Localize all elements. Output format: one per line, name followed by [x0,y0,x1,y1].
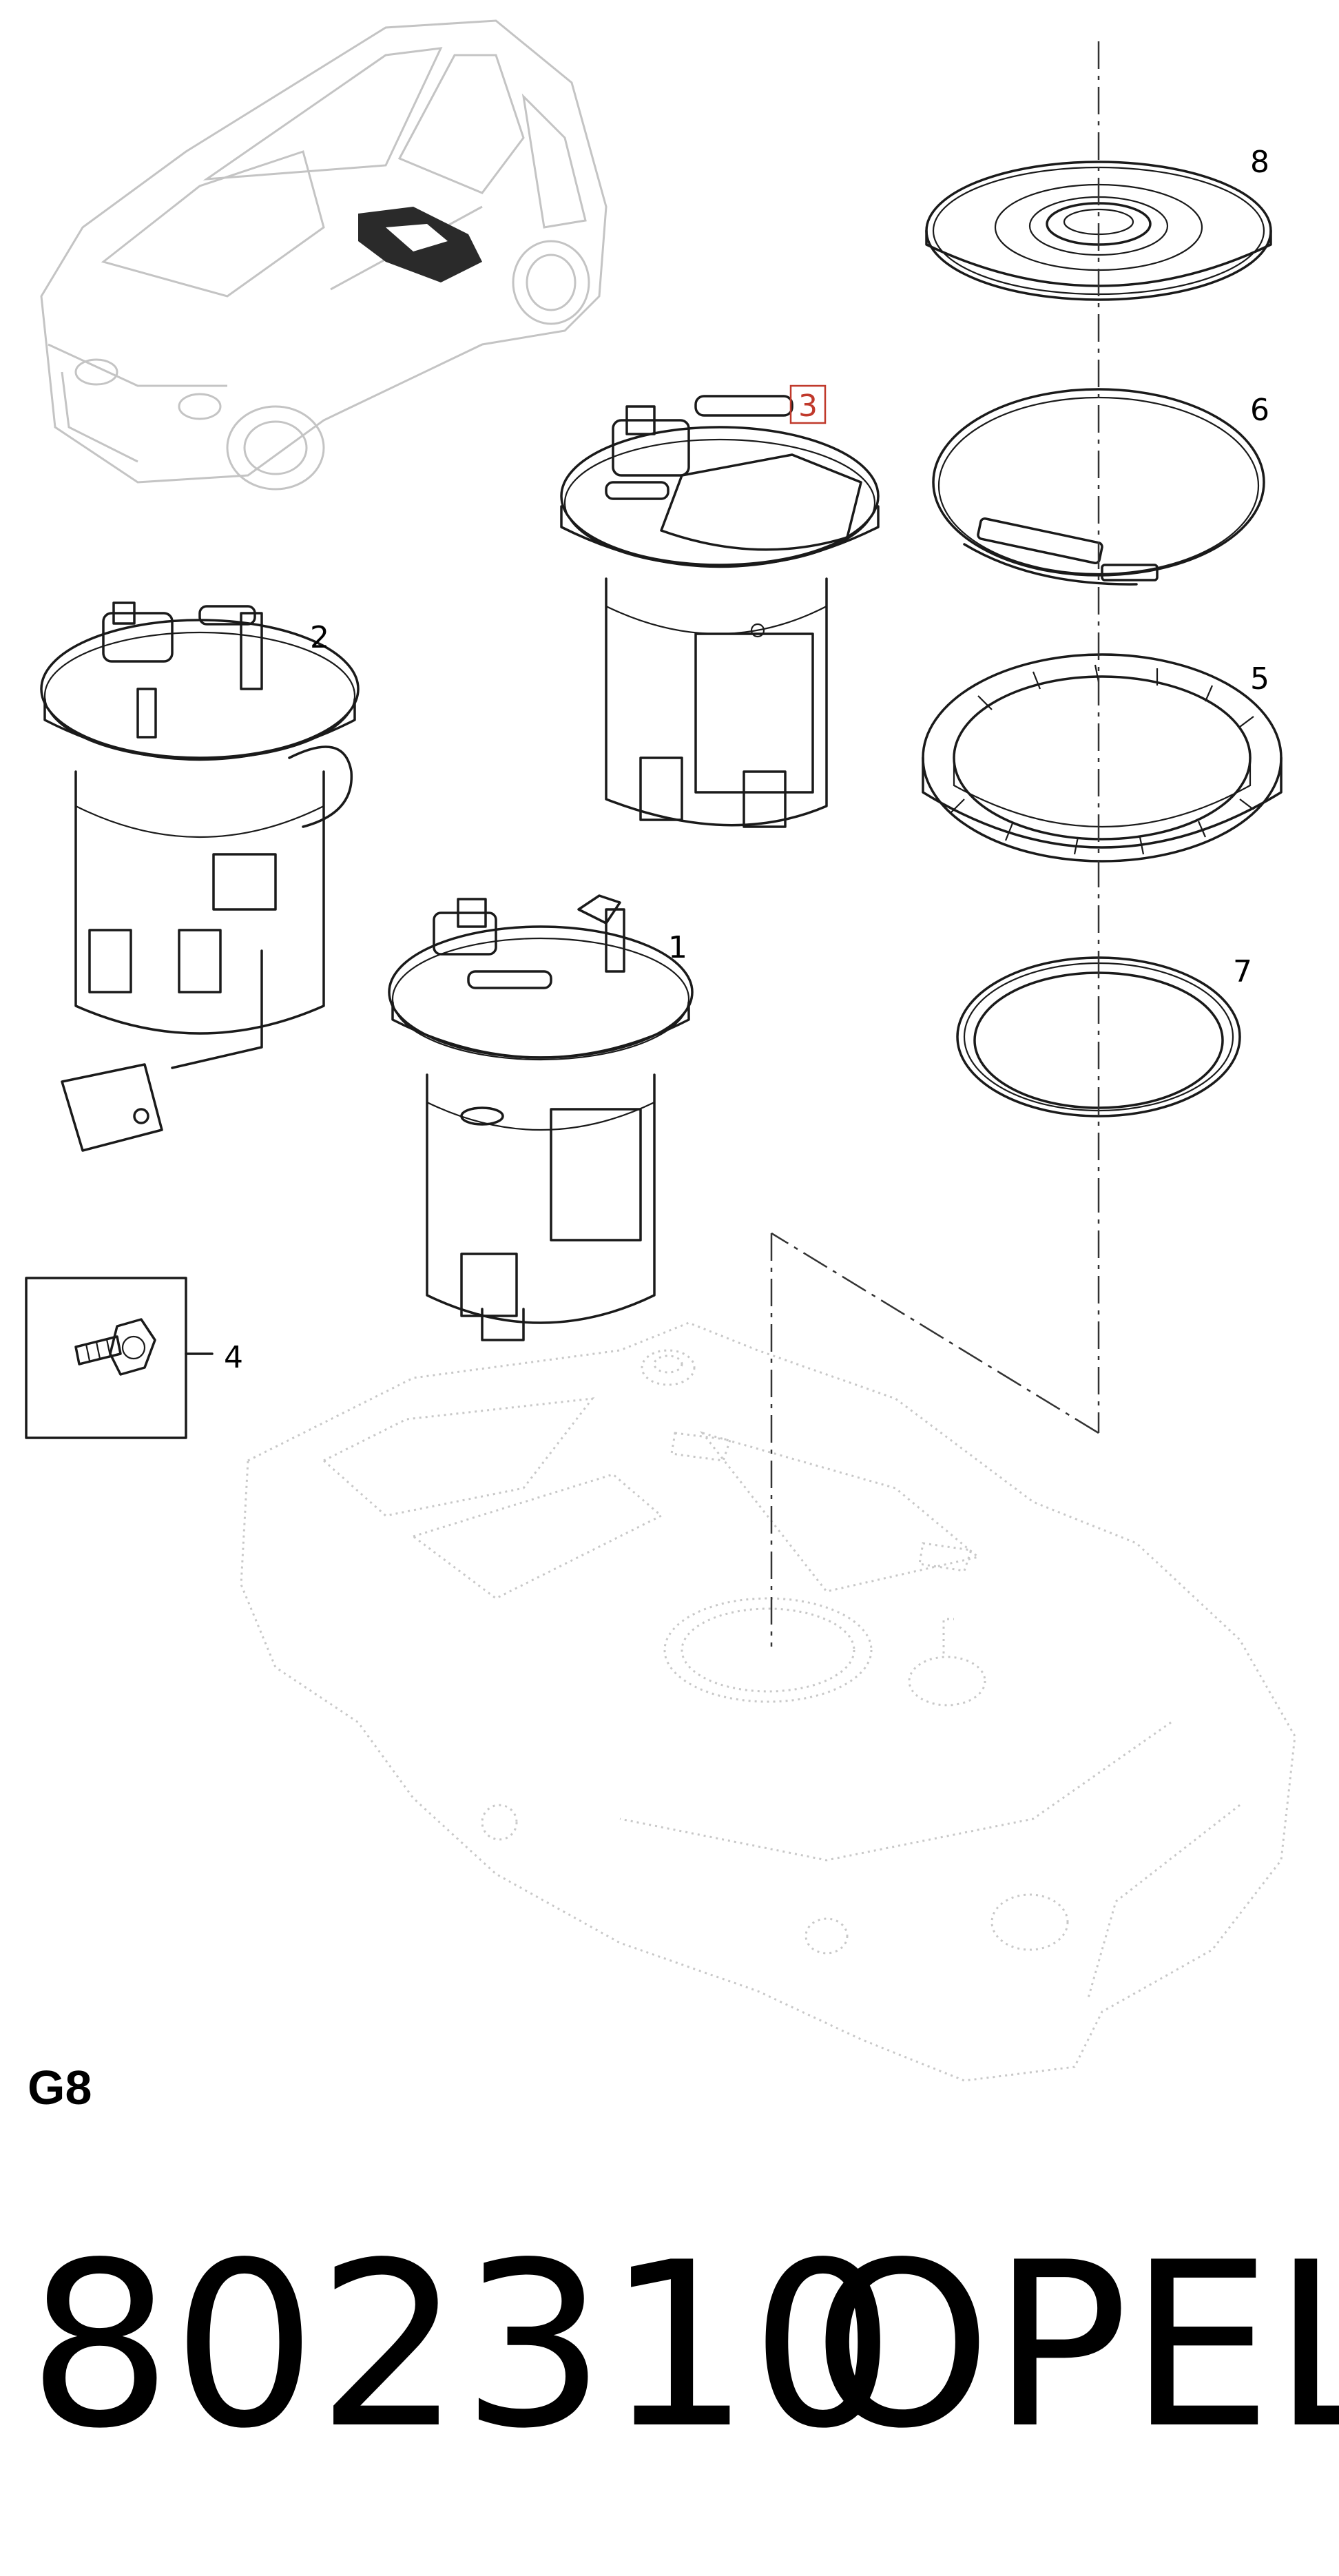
callout-3: 3 [798,389,818,424]
callout-3-highlight-box [789,384,827,424]
fuel-pump-module-1 [388,894,694,1341]
callout-labels: 1 2 3 4 5 6 7 8 [224,145,1269,1375]
locking-ring-part-5 [922,653,1283,863]
callout-5: 5 [1250,661,1269,697]
clamp-ring-part-6 [932,388,1265,586]
screw-part-4 [25,1277,214,1439]
callout-4: 4 [224,1340,243,1375]
brand-label: OPEL [813,2214,1339,2478]
fuel-pump-module-2 [40,601,360,1152]
fuel-pump-module-3 [560,395,880,828]
callout-1: 1 [668,930,687,965]
callout-8: 8 [1250,145,1269,180]
fuel-tank-outline [240,1321,1296,2082]
part-number-label: 802310 [28,2214,895,2478]
assembly-axis-lines [770,41,1100,1647]
car-outline-illustration [40,19,608,491]
callout-7: 7 [1233,954,1252,989]
callout-6: 6 [1250,393,1269,428]
pump-location-marker-icon [358,207,482,282]
section-code-label: G8 [28,2061,92,2114]
callout-2: 2 [310,620,329,655]
